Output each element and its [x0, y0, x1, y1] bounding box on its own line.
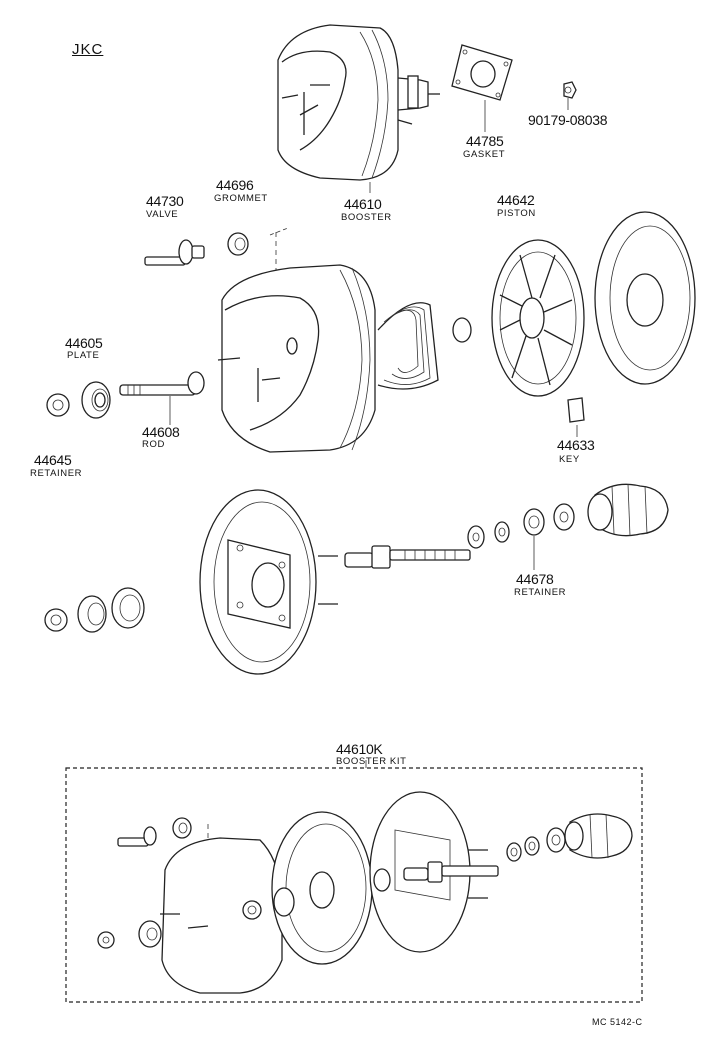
part-number: 44605: [65, 335, 103, 351]
part-number: 44678: [516, 571, 554, 587]
diaphragm-plate-illustration: [594, 211, 696, 385]
part-number: 44696: [216, 177, 254, 193]
part-name: RETAINER: [30, 468, 83, 479]
plate-illustration: [81, 381, 111, 419]
rod-illustration: [119, 371, 205, 396]
kit-contents-illustration: [97, 791, 633, 994]
gasket-illustration: [451, 44, 513, 101]
push-rod-illustration: [344, 545, 471, 569]
booster-middle-illustration: [217, 264, 439, 453]
washer-row-illustration: [467, 503, 575, 549]
part-name: ROD: [142, 439, 165, 450]
boot-illustration: [587, 483, 669, 537]
rear-shell-illustration: [199, 489, 338, 675]
booster-top-illustration: [277, 24, 440, 181]
part-name: VALVE: [146, 209, 179, 220]
part-name: GASKET: [463, 149, 506, 160]
ring-illustration: [452, 317, 472, 343]
part-number: 44608: [142, 424, 180, 440]
part-name: PLATE: [67, 350, 100, 361]
dash-leader-grommet: [269, 227, 289, 236]
kit-number: 44610K: [336, 741, 383, 757]
key-illustration: [567, 397, 585, 423]
part-number: 44785: [466, 133, 504, 149]
figure-reference: MC 5142-C: [592, 1017, 643, 1027]
piston-illustration: [491, 239, 631, 397]
part-number: 90179-08038: [528, 112, 608, 128]
part-name: BOOSTER: [341, 212, 392, 223]
part-name: GROMMET: [214, 193, 268, 204]
part-number: 44610: [344, 196, 382, 212]
kit-name: BOOSTER KIT: [336, 756, 407, 767]
part-name: RETAINER: [514, 587, 567, 598]
kit-boundary: [65, 767, 643, 1003]
part-number: 44642: [497, 192, 535, 208]
catalog-code: JKC: [72, 41, 104, 58]
part-number: 44645: [34, 452, 72, 468]
nut-illustration: [563, 81, 577, 99]
retainer-44645-illustration: [46, 393, 70, 417]
seal-set-lower-left-illustration: [44, 587, 145, 633]
part-number: 44633: [557, 437, 595, 453]
part-number: 44730: [146, 193, 184, 209]
part-name: PISTON: [497, 208, 536, 219]
part-name: KEY: [559, 454, 580, 465]
valve-illustration: [144, 239, 205, 266]
grommet-illustration: [227, 232, 249, 256]
